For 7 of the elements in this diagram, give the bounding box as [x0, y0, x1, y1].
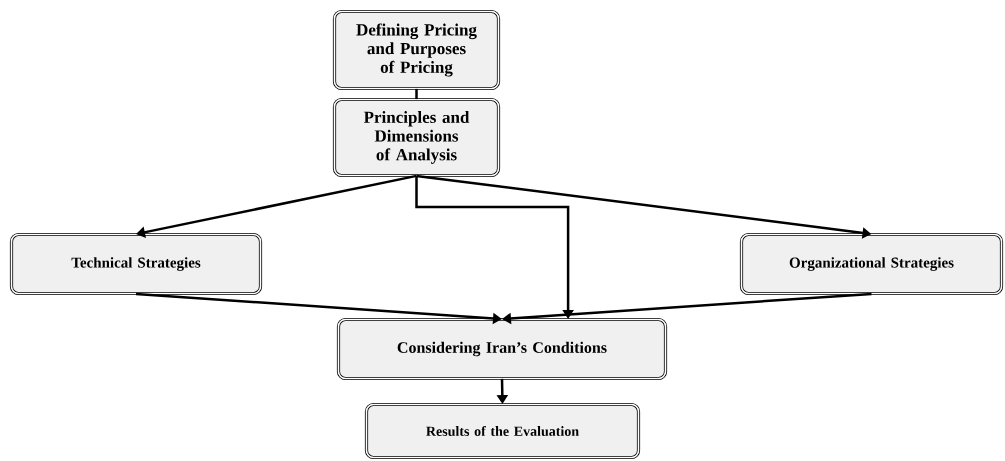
process-box: Defining Pricing and Purposes of Pricing [332, 9, 501, 91]
process-box: Organizational Strategies [739, 232, 1004, 296]
process-box: Results of the Evaluation [364, 402, 641, 460]
arrow [415, 175, 574, 319]
process-box: Principles and Dimensions of Analysis [332, 97, 501, 178]
process-box: Technical Strategies [9, 232, 263, 296]
process-box: Considering Iran’s Conditions [336, 317, 668, 381]
